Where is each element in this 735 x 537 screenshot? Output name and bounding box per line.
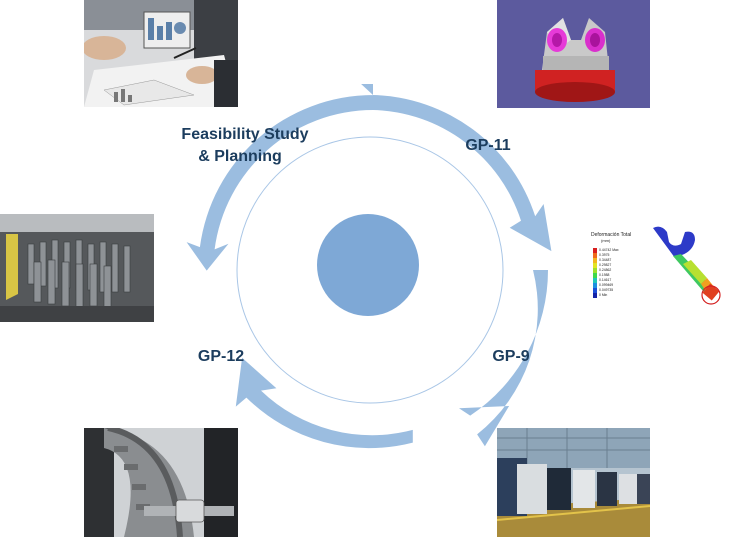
business-meeting-photo bbox=[84, 0, 238, 107]
fea-legend-value: 0.34487 bbox=[599, 258, 611, 262]
fea-legend-value: 0 Min bbox=[599, 293, 607, 297]
ring-segments bbox=[186, 84, 552, 449]
stage-label-gp11: GP-11 bbox=[465, 137, 510, 154]
fea-legend-value: 0.44742 Max bbox=[599, 248, 619, 252]
factory-floor-photo bbox=[497, 428, 650, 537]
inner-ring bbox=[236, 136, 504, 404]
fea-legend-value: 0.049735 bbox=[599, 288, 613, 292]
center-disc bbox=[317, 214, 419, 316]
fea-legend-unit: (mm) bbox=[601, 238, 611, 243]
fea-legend-value: 0.24862 bbox=[599, 268, 611, 272]
ring-segment-top-left bbox=[186, 84, 373, 271]
fea-legend-value: 0.3975 bbox=[599, 253, 609, 257]
fea-legend-title: Deformación Total bbox=[591, 232, 631, 238]
fea-legend-value: 0.29827 bbox=[599, 263, 611, 267]
cad-model-render bbox=[497, 0, 650, 108]
ring-segment-bottom-right bbox=[459, 270, 549, 447]
ring-segment-top-right bbox=[373, 95, 552, 252]
stage-label-feasibility-line1: Feasibility Study bbox=[181, 126, 308, 143]
stage-label-gp9: GP-9 bbox=[492, 348, 529, 365]
ring-segment-bottom-left bbox=[235, 357, 413, 449]
fea-legend-value: 0.1988 bbox=[599, 273, 609, 277]
stage-label-feasibility-line2: & Planning bbox=[198, 148, 282, 165]
caliper-measurement-photo bbox=[84, 428, 238, 537]
stage-label-gp12: GP-12 bbox=[198, 348, 244, 365]
machined-pins-photo bbox=[0, 214, 154, 322]
fea-legend-scale bbox=[593, 248, 597, 298]
fea-legend-value: 0.099469 bbox=[599, 283, 613, 287]
fea-deformation-image: Deformación Total (mm) 0.44742 Max 0.397… bbox=[583, 220, 733, 316]
fea-legend-value: 0.14617 bbox=[599, 278, 611, 282]
